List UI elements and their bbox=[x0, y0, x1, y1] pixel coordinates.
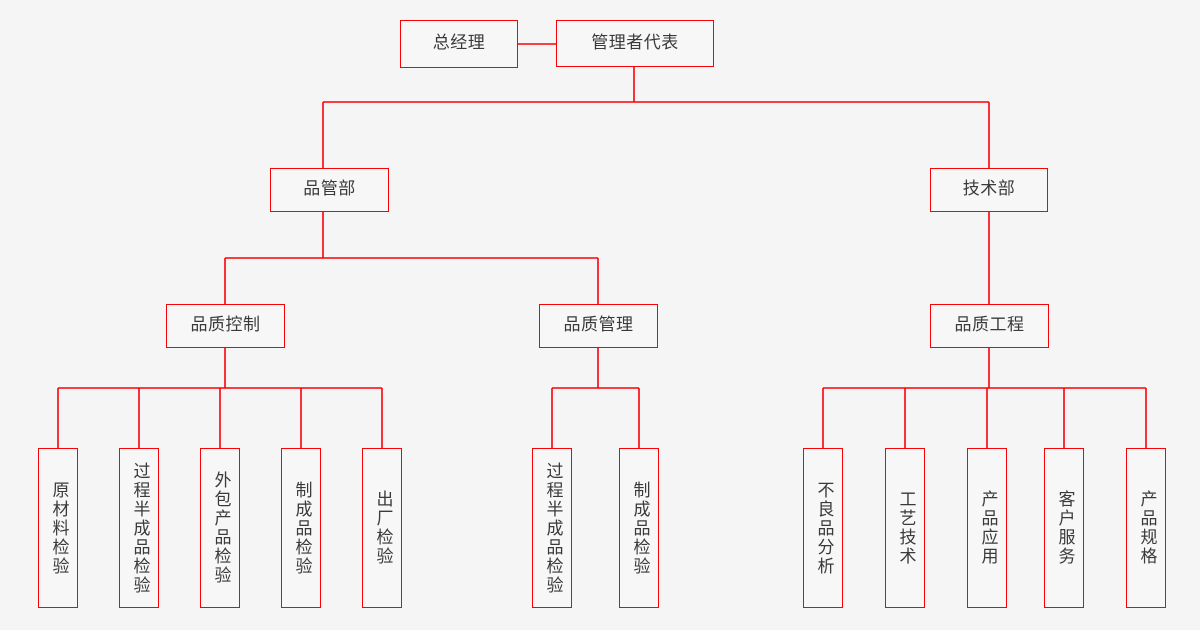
node-in-process-semi-finished-inspection-qc[interactable]: 过程半成品检验 bbox=[119, 448, 159, 608]
node-quality-management[interactable]: 品质管理 bbox=[539, 304, 658, 348]
node-product-application[interactable]: 产品应用 bbox=[967, 448, 1007, 608]
node-label: 技术部 bbox=[962, 179, 1016, 200]
node-factory-outgoing-inspection[interactable]: 出厂检验 bbox=[362, 448, 402, 608]
node-quality-control[interactable]: 品质控制 bbox=[166, 304, 285, 348]
node-label: 不良品分析 bbox=[813, 480, 834, 576]
node-label: 品质控制 bbox=[190, 315, 261, 336]
node-finished-product-inspection-qm[interactable]: 制成品检验 bbox=[619, 448, 659, 608]
node-raw-material-inspection[interactable]: 原材料检验 bbox=[38, 448, 78, 608]
node-label: 外包产品检验 bbox=[210, 471, 231, 585]
node-quality-dept[interactable]: 品管部 bbox=[270, 168, 389, 212]
node-customer-service[interactable]: 客户服务 bbox=[1044, 448, 1084, 608]
node-label: 工艺技术 bbox=[895, 490, 916, 566]
node-outsourced-product-inspection[interactable]: 外包产品检验 bbox=[200, 448, 240, 608]
node-process-technology[interactable]: 工艺技术 bbox=[885, 448, 925, 608]
node-label: 产品规格 bbox=[1136, 490, 1157, 566]
node-label: 原材料检验 bbox=[48, 480, 69, 576]
node-label: 出厂检验 bbox=[372, 490, 393, 566]
node-product-specification[interactable]: 产品规格 bbox=[1126, 448, 1166, 608]
node-label: 客户服务 bbox=[1054, 490, 1075, 566]
node-label: 品管部 bbox=[303, 179, 356, 200]
node-label: 总经理 bbox=[432, 33, 486, 54]
node-defect-analysis[interactable]: 不良品分析 bbox=[803, 448, 843, 608]
node-label: 制成品检验 bbox=[629, 480, 650, 576]
node-in-process-semi-finished-inspection-qm[interactable]: 过程半成品检验 bbox=[532, 448, 572, 608]
node-label: 制成品检验 bbox=[291, 480, 312, 576]
node-label: 过程半成品检验 bbox=[542, 461, 563, 595]
node-label: 管理者代表 bbox=[591, 32, 679, 53]
node-management-rep[interactable]: 管理者代表 bbox=[556, 20, 714, 67]
node-quality-engineering[interactable]: 品质工程 bbox=[930, 304, 1049, 348]
node-general-manager[interactable]: 总经理 bbox=[400, 20, 518, 68]
node-label: 品质管理 bbox=[563, 315, 634, 336]
node-label: 产品应用 bbox=[977, 490, 998, 566]
node-label: 过程半成品检验 bbox=[129, 461, 150, 595]
node-label: 品质工程 bbox=[954, 315, 1025, 336]
node-finished-product-inspection-qc[interactable]: 制成品检验 bbox=[281, 448, 321, 608]
node-tech-dept[interactable]: 技术部 bbox=[930, 168, 1048, 212]
